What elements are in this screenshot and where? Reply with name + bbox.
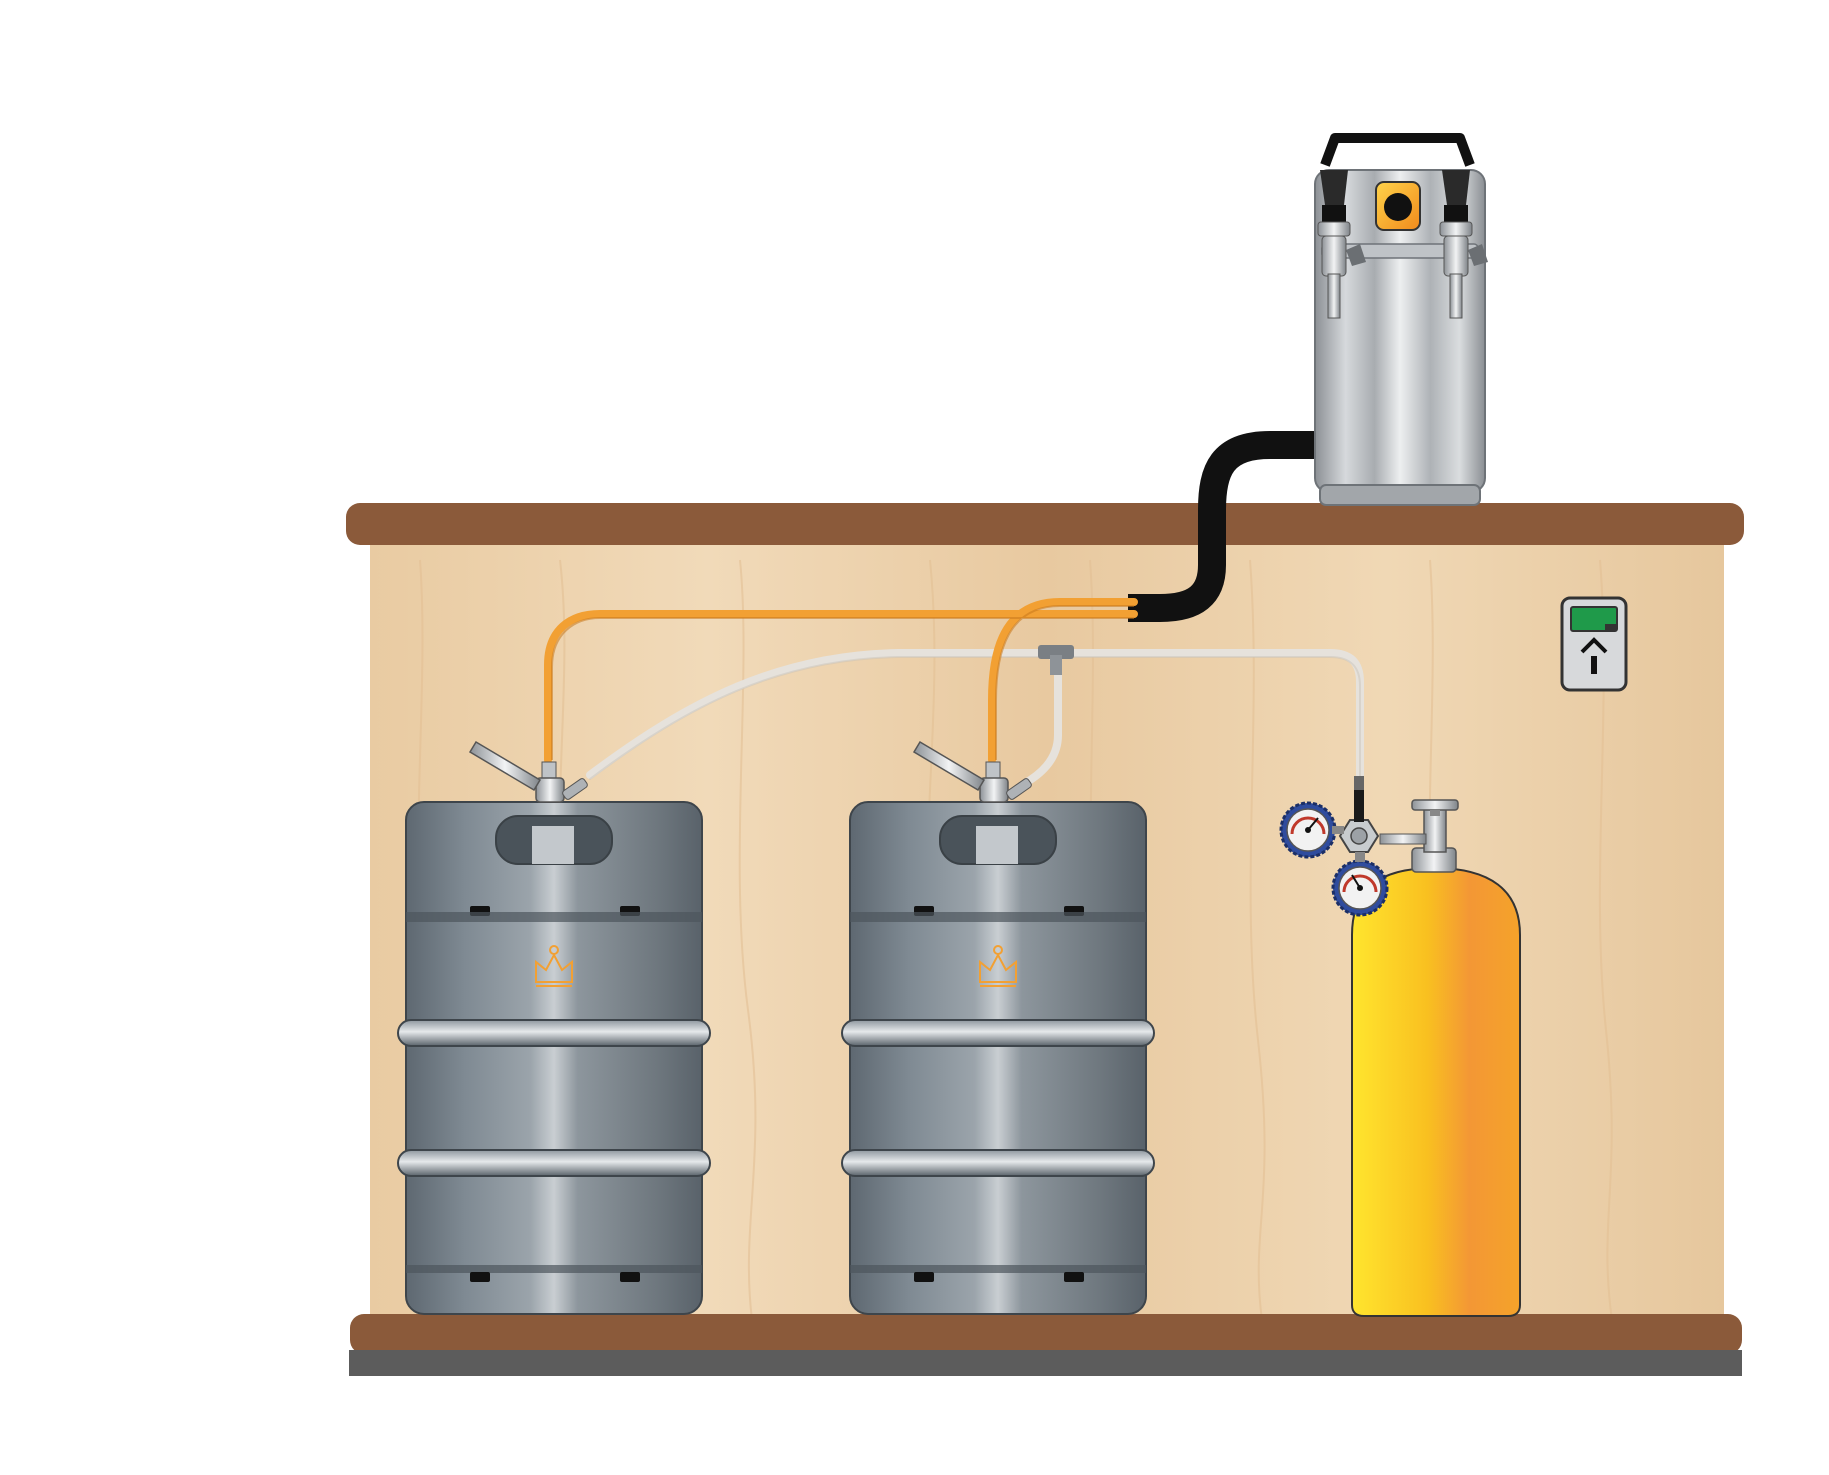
keg-body xyxy=(849,801,1147,1315)
regulator[interactable] xyxy=(1338,776,1427,853)
fan-icon xyxy=(1384,193,1412,221)
beer-tower xyxy=(1314,133,1488,506)
floor-strip xyxy=(349,1350,1742,1376)
keg-coupler[interactable] xyxy=(912,740,1033,803)
python-trunk xyxy=(1138,431,1318,622)
keg-spear xyxy=(976,826,1018,864)
tap-handle-icon xyxy=(1442,170,1470,205)
cabinet-base xyxy=(350,1314,1742,1354)
beer-line-keg-2 xyxy=(988,598,1138,764)
cylinder-body xyxy=(1351,866,1521,1317)
crown-logo-icon xyxy=(979,945,1017,987)
tap-right[interactable] xyxy=(1439,170,1488,319)
keg-body xyxy=(405,801,703,1315)
tower-handle xyxy=(1320,133,1475,167)
keg-rolling-ring-bottom xyxy=(397,1149,711,1177)
beer-line-keg-1 xyxy=(544,610,1138,764)
cabinet-top xyxy=(346,503,1744,545)
power-outlet-icon xyxy=(1560,596,1628,692)
gauge-icon xyxy=(1279,801,1344,859)
gas-tee-fitting xyxy=(1038,645,1074,659)
coupler-lever[interactable] xyxy=(912,740,986,792)
keg-rolling-ring-top xyxy=(397,1019,711,1047)
keg-rolling-ring-bottom xyxy=(841,1149,1155,1177)
tap-handle-icon xyxy=(1320,170,1348,205)
keg-spear xyxy=(532,826,574,864)
keg-2 xyxy=(841,740,1155,1315)
keg-coupler[interactable] xyxy=(468,740,589,803)
keg-rolling-ring-top xyxy=(841,1019,1155,1047)
valve-handwheel[interactable] xyxy=(1411,799,1459,811)
gas-tee-stem xyxy=(1050,655,1062,675)
co2-cylinder xyxy=(1279,776,1521,1317)
coupler-lever[interactable] xyxy=(468,740,542,792)
tap-left[interactable] xyxy=(1317,170,1366,319)
keg-1 xyxy=(397,740,711,1315)
tower-base xyxy=(1319,484,1481,506)
beer-lines xyxy=(544,598,1138,764)
crown-logo-icon xyxy=(535,945,573,987)
gauge-icon xyxy=(1331,852,1389,917)
